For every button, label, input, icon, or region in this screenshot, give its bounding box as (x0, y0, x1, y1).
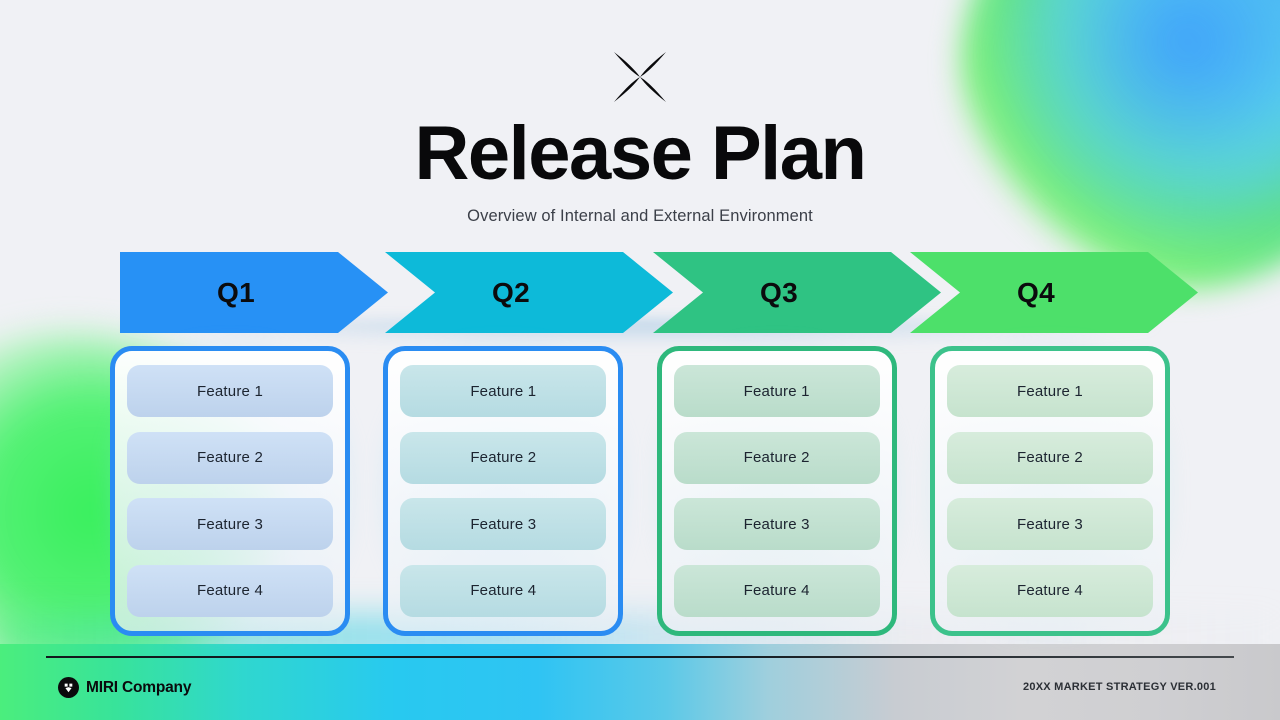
feature-pill[interactable]: Feature 3 (400, 498, 607, 551)
feature-card-q4[interactable]: Feature 1 Feature 2 Feature 3 Feature 4 (929, 346, 1170, 636)
feature-pill[interactable]: Feature 1 (673, 365, 880, 417)
feature-pill[interactable]: Feature 3 (127, 498, 333, 551)
page-title: Release Plan (414, 111, 867, 196)
feature-pill[interactable]: Feature 2 (400, 431, 607, 484)
feature-card-q3[interactable]: Feature 1 Feature 2 Feature 3 Feature 4 (656, 346, 897, 636)
timeline-chevron-q2[interactable]: Q2 (385, 252, 673, 333)
feature-pill[interactable]: Feature 2 (673, 431, 880, 484)
feature-pill[interactable]: Feature 2 (127, 431, 333, 484)
timeline-label-q4: Q4 (1017, 276, 1055, 308)
feature-pill[interactable]: Feature 4 (400, 564, 607, 617)
quarter-timeline: Q1 Q2 Q3 Q4 (120, 252, 1198, 345)
feature-pill[interactable]: Feature 4 (127, 564, 333, 617)
timeline-chevron-q4[interactable]: Q4 (910, 252, 1198, 333)
timeline-label-q2: Q2 (492, 276, 530, 308)
timeline-chevron-q1[interactable]: Q1 (120, 252, 388, 333)
feature-pill[interactable]: Feature 3 (673, 498, 880, 551)
feature-pill[interactable]: Feature 4 (673, 564, 880, 617)
feature-pill[interactable]: Feature 1 (400, 365, 607, 417)
feature-pill[interactable]: Feature 1 (946, 365, 1153, 417)
company-name: MIRI Company (86, 678, 192, 696)
slide-footer: MIRI Company 20XX MARKET STRATEGY VER.00… (0, 644, 1280, 720)
x-cross-icon (614, 52, 666, 102)
footer-divider (46, 656, 1234, 658)
feature-pill[interactable]: Feature 1 (127, 365, 333, 417)
footer-brand: MIRI Company (58, 677, 191, 698)
feature-pill[interactable]: Feature 2 (946, 431, 1153, 484)
timeline-label-q3: Q3 (760, 276, 798, 308)
timeline-chevron-q3[interactable]: Q3 (653, 252, 941, 333)
miri-circle-diamond-logo-icon (58, 677, 79, 698)
footer-version-note: 20XX MARKET STRATEGY VER.001 (1022, 681, 1216, 693)
feature-pill[interactable]: Feature 3 (946, 498, 1153, 551)
timeline-label-q1: Q1 (217, 276, 255, 308)
slide-header: Release Plan Overview of Internal and Ex… (0, 0, 1280, 226)
feature-card-q1[interactable]: Feature 1 Feature 2 Feature 3 Feature 4 (110, 346, 350, 636)
page-subtitle: Overview of Internal and External Enviro… (467, 206, 813, 225)
feature-pill[interactable]: Feature 4 (946, 564, 1153, 617)
feature-card-q2[interactable]: Feature 1 Feature 2 Feature 3 Feature 4 (383, 346, 624, 636)
feature-card-grid: Feature 1 Feature 2 Feature 3 Feature 4 … (110, 346, 1170, 640)
